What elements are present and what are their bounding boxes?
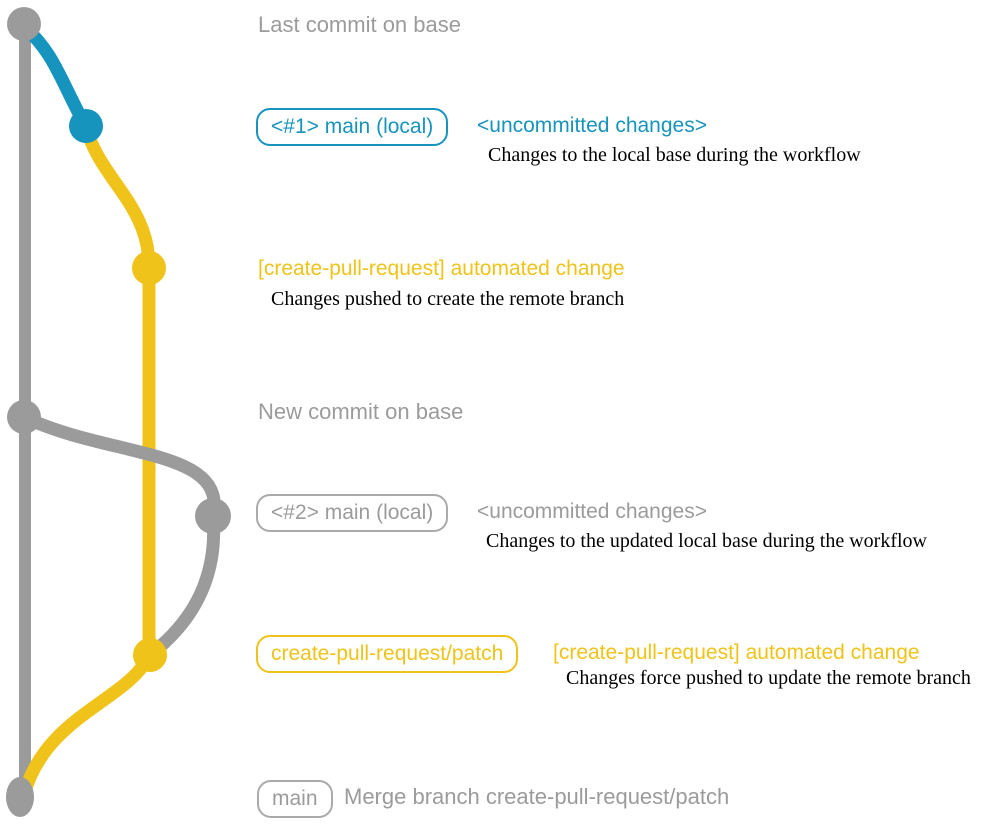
note-uncommitted-changes-2: <uncommitted changes> [477,500,707,523]
desc-force-pushed-update-remote: Changes force pushed to update the remot… [566,667,971,689]
commit-dot-automated-change-2 [133,638,167,672]
branch-badge-main-local-2: <#2> main (local) [256,494,449,532]
desc-pushed-create-remote: Changes pushed to create the remote bran… [271,288,625,310]
annotation-last-commit-on-base: Last commit on base [258,12,461,37]
desc-local-base-changes: Changes to the local base during the wor… [488,144,861,166]
commit-dot-last-base [7,7,41,41]
note-uncommitted-changes-1: <uncommitted changes> [477,114,707,137]
commit-dot-main-local-1 [69,109,103,143]
commit-dot-new-base [7,400,41,434]
patch-branch-curve-top [79,120,156,275]
patch-branch-merge-curve [17,648,156,802]
local-main-2-rebase-curve [143,509,221,662]
local-main-2-curve [17,410,221,523]
desc-updated-local-base-changes: Changes to the updated local base during… [486,530,927,552]
note-automated-change-2: [create-pull-request] automated change [553,641,920,664]
annotation-new-commit-on-base: New commit on base [258,399,464,424]
note-automated-change-1: [create-pull-request] automated change [258,257,625,280]
commit-dot-automated-change-1 [132,251,166,285]
branch-badge-main-local-1: <#1> main (local) [256,108,449,146]
branch-badge-create-pull-request-patch: create-pull-request/patch [256,635,519,673]
commit-dot-merge [6,777,34,817]
branch-badge-main: main [257,780,333,818]
commit-dot-main-local-2 [195,498,231,534]
note-merge-branch: Merge branch create-pull-request/patch [344,784,730,809]
